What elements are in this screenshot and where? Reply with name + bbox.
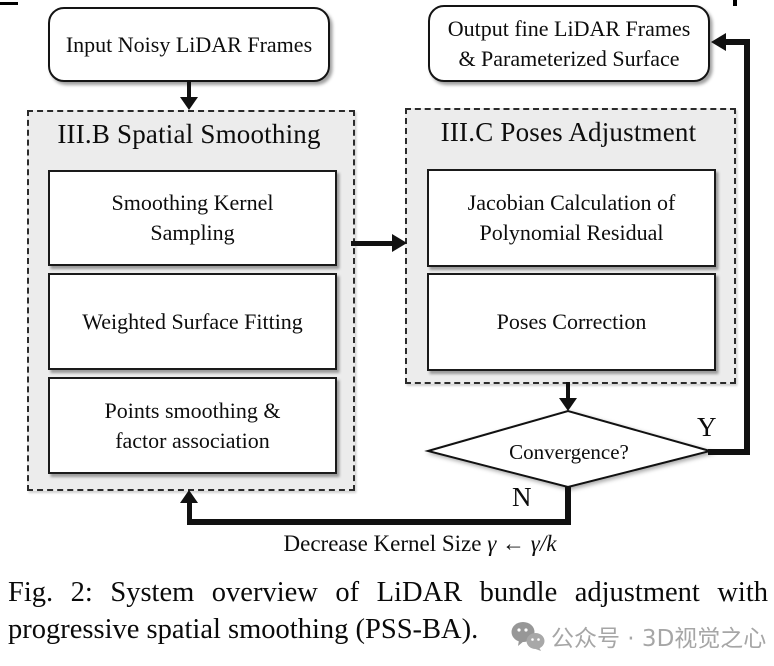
decision-yes-label: Y xyxy=(697,412,717,442)
loop-annotation-formula: γ ← γ/k xyxy=(487,531,557,556)
loopback-vertical-line xyxy=(187,501,192,522)
step-box-poses-correction: Poses Correction xyxy=(427,273,716,371)
crop-artifact-top-left xyxy=(0,2,18,5)
figure-caption-line2: progressive spatial smoothing (PSS-BA). xyxy=(8,614,479,645)
output-terminal-box: Output fine LiDAR Frames & Parameterized… xyxy=(428,5,710,82)
watermark-text: 公众号 · 3D视觉之心 xyxy=(551,626,767,652)
poses-adjustment-panel-title: III.C Poses Adjustment xyxy=(440,117,697,147)
yes-branch-bottom-line xyxy=(708,449,750,455)
arrow-input-to-smoothing-head xyxy=(180,97,198,110)
arrow-smoothing-to-poses-line xyxy=(351,241,394,246)
figure-caption-line1: Fig. 2: System overview of LiDAR bundle … xyxy=(8,577,768,608)
arrow-poses-to-decision-head xyxy=(559,398,577,411)
yes-branch-vertical-line xyxy=(744,39,750,455)
loop-annotation-label: Decrease Kernel Size xyxy=(283,531,482,556)
arrow-loopback-head xyxy=(180,490,198,503)
wechat-icon xyxy=(511,621,545,652)
step-box-smoothing-kernel-sampling: Smoothing Kernel Sampling xyxy=(48,170,337,266)
step-box-weighted-surface-fitting: Weighted Surface Fitting xyxy=(48,273,337,370)
step-box-jacobian-calculation: Jacobian Calculation of Polynomial Resid… xyxy=(427,169,716,267)
watermark: 公众号 · 3D视觉之心 xyxy=(511,619,766,653)
step-box-points-smoothing: Points smoothing & factor association xyxy=(48,377,337,474)
arrow-poses-to-decision-line xyxy=(566,382,570,400)
yes-branch-top-line xyxy=(726,39,750,45)
arrow-input-to-smoothing-line xyxy=(187,80,191,99)
decision-label: Convergence? xyxy=(509,439,629,464)
arrow-smoothing-to-poses-head xyxy=(392,234,407,252)
crop-artifact-top-right xyxy=(733,0,737,6)
decision-no-label: N xyxy=(512,482,532,512)
spatial-smoothing-panel-title: III.B Spatial Smoothing xyxy=(57,119,321,149)
no-branch-vertical-line xyxy=(565,486,571,523)
decision-diamond: Convergence? xyxy=(424,406,714,492)
loop-annotation: Decrease Kernel Size γ ← γ/k xyxy=(150,531,690,557)
input-terminal-box: Input Noisy LiDAR Frames xyxy=(48,7,330,82)
arrow-yes-to-output-head xyxy=(711,33,726,51)
no-branch-horizontal-line xyxy=(187,519,571,525)
